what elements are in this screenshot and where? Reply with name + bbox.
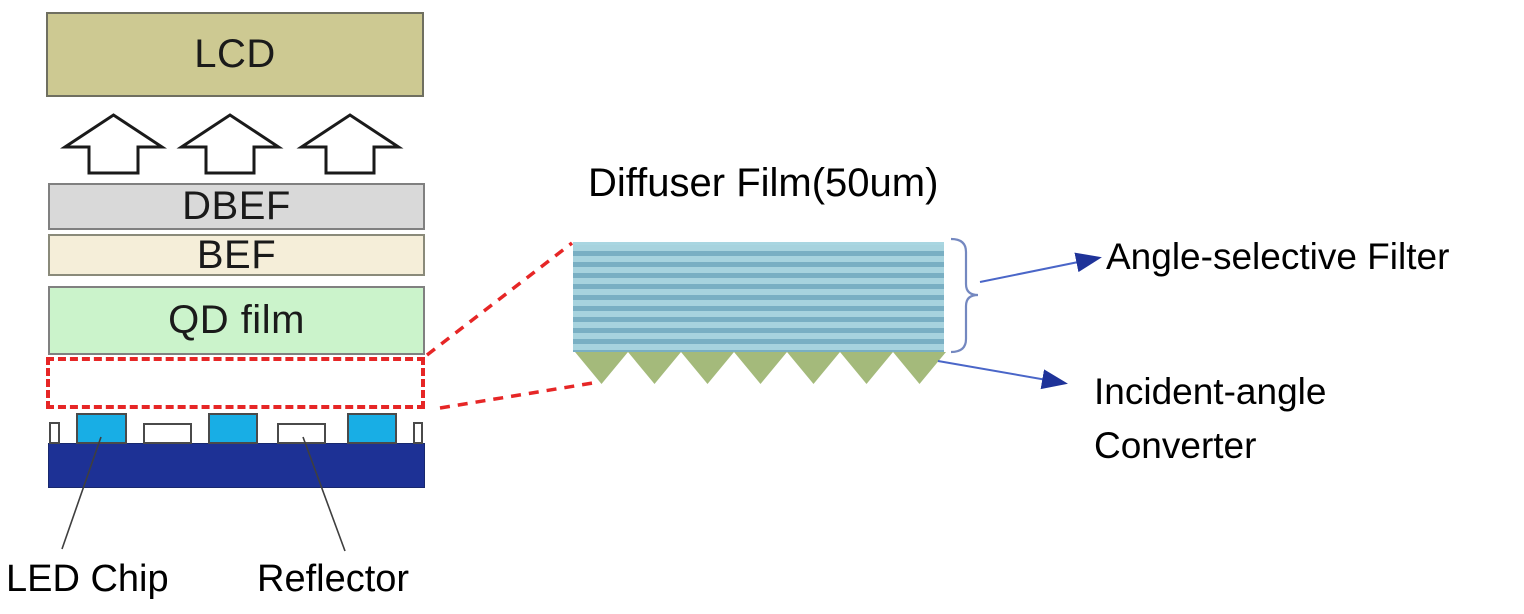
prism-triangle-row [575, 352, 946, 384]
layer-bef: BEF [48, 232, 425, 277]
diffuser-film-title: Diffuser Film(50um) [588, 161, 939, 205]
prism-triangle [681, 352, 734, 384]
prism-triangle [575, 352, 628, 384]
layer-lcd: LCD [46, 12, 424, 97]
prism-triangle [734, 352, 787, 384]
prism-triangle [840, 352, 893, 384]
converter-label-line1: Incident-angle [1094, 371, 1327, 412]
reflector-edge-left [49, 422, 60, 444]
converter-label-line2: Converter [1094, 424, 1257, 466]
prism-triangle [787, 352, 840, 384]
brace-icon [950, 237, 979, 354]
led-chip [347, 413, 397, 444]
layer-dbef: DBEF [48, 183, 425, 230]
layer-dbef-label: DBEF [182, 184, 291, 228]
incident-angle-converter-label: Incident-angle Converter [1094, 365, 1424, 472]
prism-triangle [628, 352, 681, 384]
magnified-region-box [46, 357, 425, 409]
filter-callout-arrow [979, 252, 1102, 283]
layer-qd-film-label: QD film [168, 298, 305, 342]
led-chip [208, 413, 258, 444]
reflector [277, 423, 326, 444]
led-chip [76, 413, 127, 444]
layer-lcd-label: LCD [194, 32, 276, 76]
reflector-edge-right [413, 422, 423, 444]
light-output-up-arrow-icon [60, 113, 404, 175]
layer-qd-film: QD film [48, 286, 425, 355]
reflector-label: Reflector [257, 558, 410, 600]
callout-arrows [937, 252, 1102, 390]
reflector [143, 423, 192, 444]
converter-callout-arrow [937, 360, 1068, 390]
angle-selective-filter-label: Angle-selective Filter [1106, 236, 1450, 277]
led-chip-label: LED Chip [6, 558, 169, 600]
diffuser-film-body [573, 242, 944, 352]
prism-triangle [893, 352, 946, 384]
led-board-base [48, 443, 425, 488]
layer-bef-label: BEF [196, 232, 277, 277]
